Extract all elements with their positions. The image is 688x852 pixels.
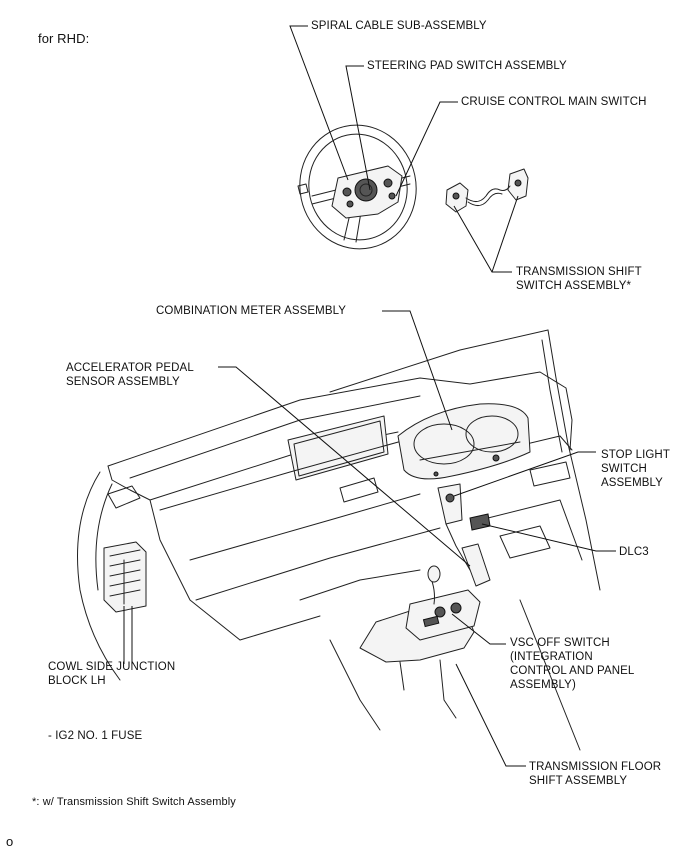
label-vsc-off-switch: VSC OFF SWITCH (INTEGRATION CONTROL AND … (510, 637, 635, 691)
label-transmission-shift-switch: TRANSMISSION SHIFT SWITCH ASSEMBLY* (516, 266, 642, 292)
label-cowl-side-junction-block: COWL SIDE JUNCTION BLOCK LH (48, 661, 176, 687)
label-dlc3: DLC3 (619, 546, 649, 558)
combination-meter-drawing (397, 403, 531, 480)
floor-shift-drawing (359, 565, 481, 719)
footnote: *: w/ Transmission Shift Switch Assembly (32, 796, 236, 808)
page-marker: o (6, 834, 14, 849)
label-accelerator-pedal-sensor: ACCELERATOR PEDAL SENSOR ASSEMBLY (66, 362, 194, 388)
steering-wheel-drawing (297, 124, 417, 250)
label-stop-light-switch: STOP LIGHT SWITCH ASSEMBLY (601, 449, 670, 489)
label-transmission-floor-shift: TRANSMISSION FLOOR SHIFT ASSEMBLY (529, 761, 662, 787)
pedal-assembly-drawing (437, 483, 491, 587)
transmission-shift-switch-drawing (445, 168, 529, 213)
junction-block-drawing (103, 541, 147, 613)
label-cruise-control-main-switch: CRUISE CONTROL MAIN SWITCH (461, 96, 647, 108)
variant-heading: for RHD: (38, 31, 90, 46)
label-spiral-cable: SPIRAL CABLE SUB-ASSEMBLY (311, 20, 487, 32)
label-steering-pad-switch: STEERING PAD SWITCH ASSEMBLY (367, 60, 567, 72)
fuse-note: - IG2 NO. 1 FUSE (48, 730, 143, 742)
dashboard-drawing (77, 329, 601, 751)
label-combination-meter: COMBINATION METER ASSEMBLY (156, 305, 347, 317)
leader-lines (123, 25, 616, 767)
